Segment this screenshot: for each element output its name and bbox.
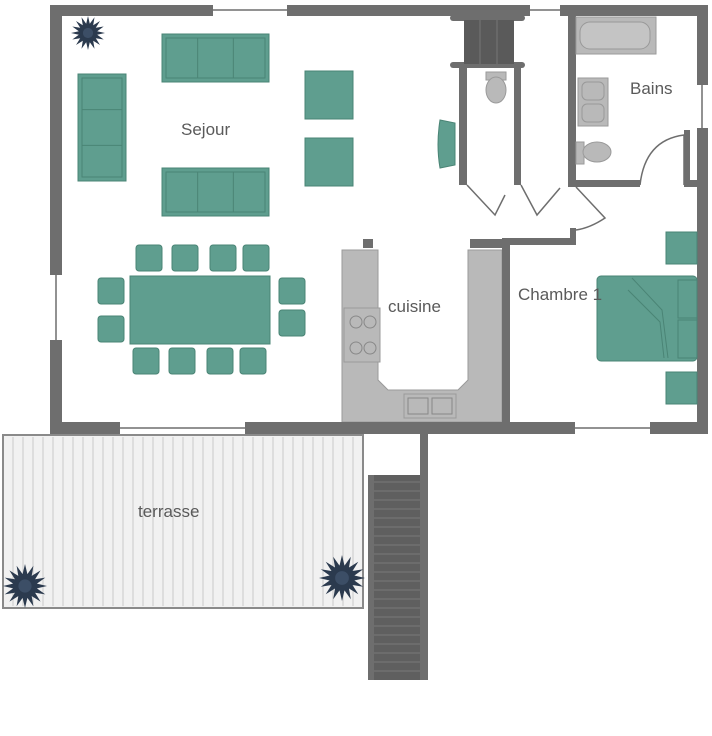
plant-icon — [3, 564, 47, 608]
toilet-bath — [582, 141, 612, 163]
room-label-cuisine: cuisine — [388, 297, 441, 316]
toilet-wc — [485, 76, 507, 104]
nightstand-1 — [665, 231, 698, 265]
stairs-exterior — [368, 475, 420, 680]
armchair-2 — [304, 137, 354, 187]
dining-chair — [209, 244, 237, 272]
double-sink — [577, 77, 609, 127]
dining-chair — [206, 347, 234, 375]
plant-icon — [71, 16, 105, 50]
dining-chair — [278, 309, 306, 337]
plants — [3, 16, 365, 608]
sofa-left — [77, 73, 127, 182]
stairs-top — [464, 20, 514, 64]
dining-chair — [97, 277, 125, 305]
room-label-bains: Bains — [630, 79, 673, 98]
dining-table — [129, 275, 271, 345]
cooktop — [343, 307, 381, 363]
terrace — [2, 434, 364, 609]
room-label-chambre: Chambre 1 — [518, 285, 602, 304]
sink-wall — [437, 119, 456, 169]
bathroom-fixtures — [485, 16, 657, 165]
dining-set — [97, 244, 306, 375]
dining-chair — [171, 244, 199, 272]
armchair-1 — [304, 70, 354, 120]
plant-icon — [319, 555, 365, 601]
walls — [50, 5, 708, 680]
dining-chair — [135, 244, 163, 272]
sofa-top — [161, 33, 270, 83]
dining-chair — [239, 347, 267, 375]
bedroom-furniture — [596, 231, 698, 405]
dining-chair — [132, 347, 160, 375]
dining-chair — [278, 277, 306, 305]
dining-chair — [97, 315, 125, 343]
sofa-bottom — [161, 167, 270, 217]
kitchen-counter — [341, 239, 503, 423]
living-furniture — [77, 33, 456, 217]
dining-chair — [168, 347, 196, 375]
nightstand-2 — [665, 371, 698, 405]
room-label-sejour: Sejour — [181, 120, 230, 139]
dining-chair — [242, 244, 270, 272]
room-label-terrasse: terrasse — [138, 502, 199, 521]
